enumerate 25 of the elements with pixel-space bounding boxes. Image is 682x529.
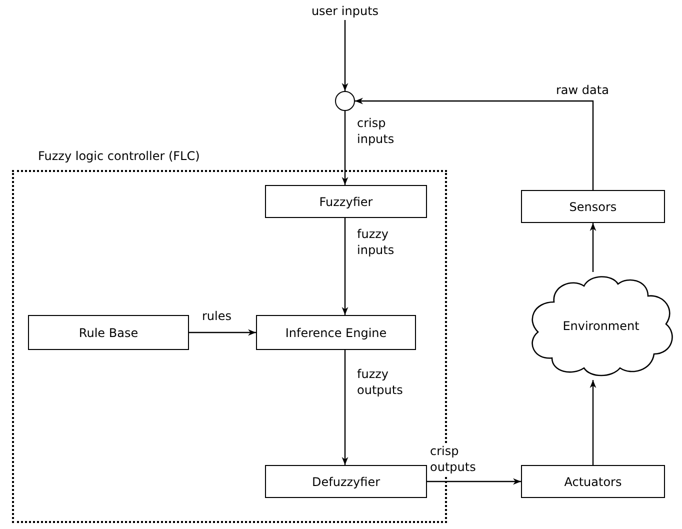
arrow — [590, 380, 596, 465]
process-box — [265, 185, 427, 218]
node-label: Actuators — [564, 474, 622, 488]
arrow — [355, 98, 594, 190]
process-box — [521, 190, 665, 223]
arrow — [342, 111, 348, 185]
process-box — [28, 315, 189, 350]
process-box — [256, 315, 416, 350]
arrow — [342, 20, 348, 91]
arrow — [189, 329, 256, 336]
process-box — [521, 465, 665, 498]
arrow — [427, 478, 521, 485]
arrow — [342, 218, 348, 315]
node-label: Fuzzyfier — [319, 194, 373, 208]
node-label: Sensors — [569, 200, 617, 214]
arrow — [342, 350, 348, 465]
summing-junction — [335, 91, 355, 111]
group-title: Fuzzy logic controller (FLC) — [36, 149, 202, 163]
node-label: Inference Engine — [285, 326, 387, 340]
input-label: user inputs — [311, 4, 379, 18]
node-label: Rule Base — [78, 326, 138, 340]
node-label: Environment — [562, 319, 640, 333]
process-box — [265, 465, 427, 498]
arrow — [590, 223, 596, 272]
node-label: Defuzzyfier — [312, 474, 380, 488]
